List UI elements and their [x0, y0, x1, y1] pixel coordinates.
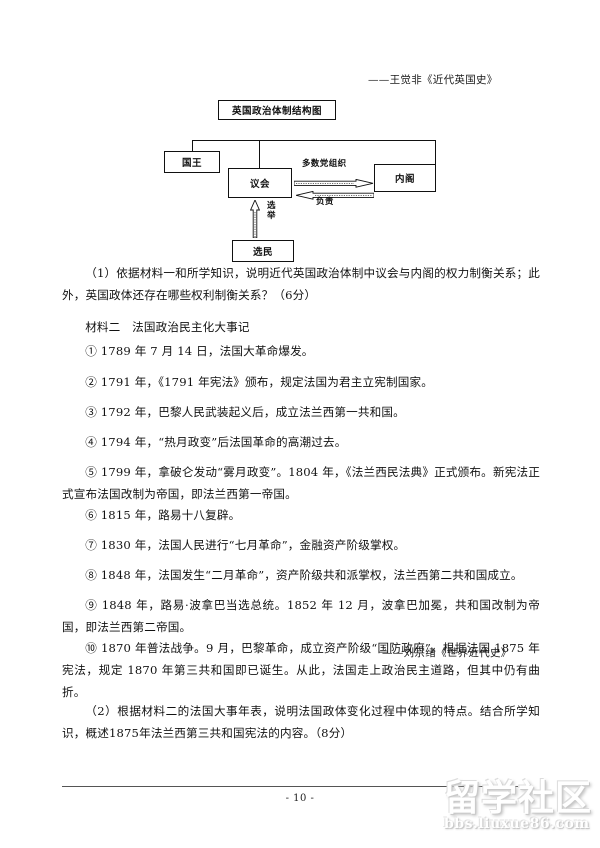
british-political-system-diagram: 英国政治体制结构图 国王 议会 内阁 选民 多数党组织 负责 [150, 100, 470, 268]
source-attribution-material-one: ——王觉非《近代英国史》 [368, 74, 498, 86]
timeline-event: ⑥ 1815 年，路易十八复辟。 [85, 508, 241, 522]
edge-label-election: 选举 [267, 201, 276, 221]
connector-drop-parliament [259, 140, 261, 168]
diagram-node-parliament: 议会 [228, 168, 292, 198]
timeline-event: ② 1791 年，《1791 年宪法》颁布，规定法国为君主立宪制国家。 [85, 375, 433, 389]
watermark: 留学社区 bbs.liuxue86.com [444, 778, 594, 844]
watermark-url-text: bbs.liuxue86.com [444, 816, 590, 832]
connector-horizontal-bar [192, 140, 436, 142]
source-attribution-material-two: ——刘宗绪《世界近代史》 [382, 647, 512, 659]
material-two-heading: 材料二 法国政治民主化大事记 [85, 320, 250, 334]
timeline-event: ① 1789 年 7 月 14 日，法国大革命爆发。 [85, 344, 314, 358]
diagram-node-king: 国王 [164, 151, 220, 173]
timeline-event: ⑦ 1830 年，法国人民进行“七月革命”，金融资产阶级掌权。 [85, 538, 406, 552]
footer-divider [62, 786, 518, 787]
timeline-event: ③ 1792 年，巴黎人民武装起义后，成立法兰西第一共和国。 [85, 405, 405, 419]
edge-label-responsible: 负责 [316, 197, 334, 207]
arrow-parliament-to-cabinet [293, 173, 374, 188]
question-2-text: （2）根据材料二的法国大事年表，说明法国政体变化过程中体现的特点。结合所学知识，… [62, 704, 540, 740]
diagram-title-box: 英国政治体制结构图 [218, 100, 336, 120]
diagram-node-cabinet: 内阁 [374, 164, 436, 192]
question-1-text: （1）依据材料一和所学知识，说明近代英国政治体制中议会与内阁的权力制衡关系；此外… [62, 266, 540, 302]
timeline-event: ⑤ 1799 年，拿破仑发动“雾月政变”。1804 年，《法兰西民法典》正式颁布… [62, 465, 540, 501]
timeline-event: ④ 1794 年，“热月政变”后法国革命的高潮过去。 [85, 435, 347, 449]
timeline-event: ⑩ 1870 年普法战争。9 月，巴黎革命，成立资产阶级“国防政府”。根据法国 … [62, 641, 540, 699]
timeline-event: ⑨ 1848 年，路易·波拿巴当选总统。1852 年 12 月，波拿巴加冕，共和… [62, 598, 540, 634]
connector-drop-king [192, 140, 194, 151]
timeline-event: ⑧ 1848 年，法国发生“二月革命”，资产阶级共和派掌权，法兰西第二共和国成立… [85, 568, 523, 582]
arrow-cabinet-to-parliament [295, 185, 375, 200]
connector-drop-cabinet [435, 140, 437, 164]
edge-label-majority-party: 多数党组织 [302, 159, 347, 169]
page-number: - 10 - [285, 793, 315, 804]
diagram-node-voters: 选民 [232, 240, 294, 262]
arrow-voters-to-parliament [249, 198, 261, 239]
